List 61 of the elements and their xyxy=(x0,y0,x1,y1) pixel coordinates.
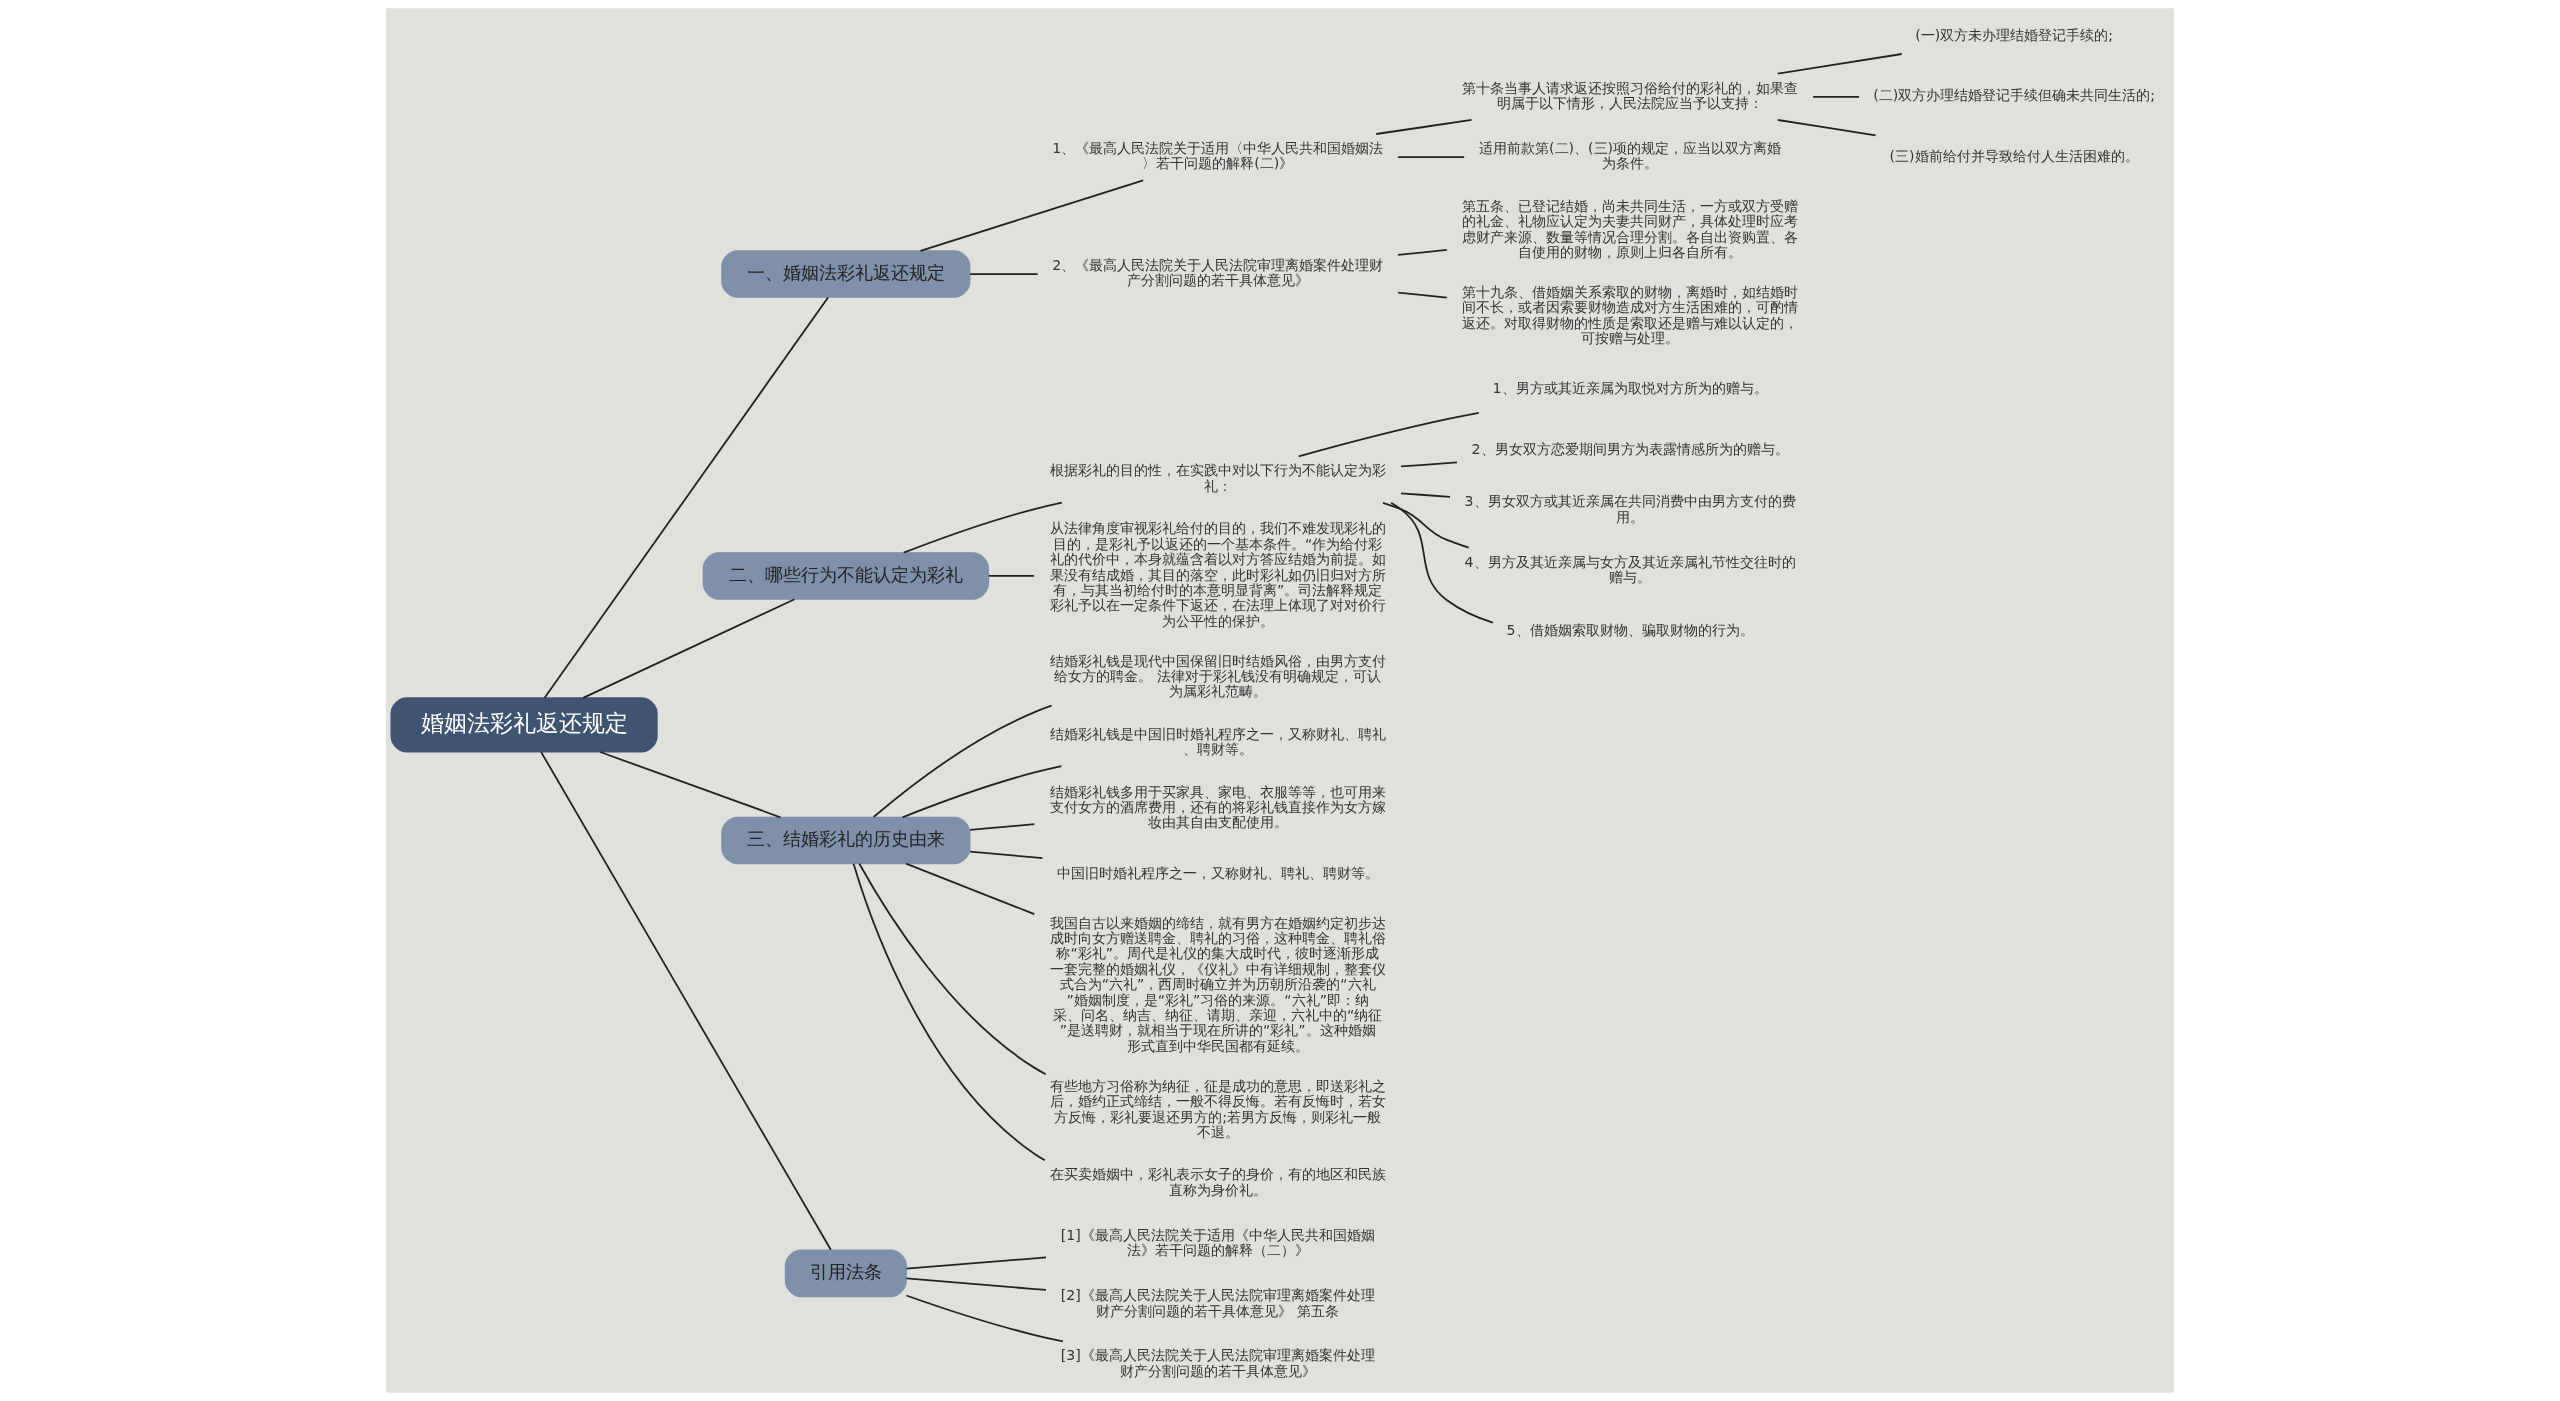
node-text: 3、男女双方或其近亲属在共同消费中由男方支付的费用。 xyxy=(1464,493,1796,525)
node-box: 三、结婚彩礼的历史由来 xyxy=(721,816,971,865)
connector xyxy=(987,575,1036,577)
connector xyxy=(1776,53,1903,75)
node-text: 2、男女双方恋爱期间男方为表露情感所为的赠与。 xyxy=(1471,440,1789,457)
connector xyxy=(1400,461,1458,468)
connector xyxy=(902,501,1063,554)
node-text: 适用前款第(二)、(三)项的规定，应当以双方离婚为条件。 xyxy=(1479,140,1782,172)
connector xyxy=(1776,119,1877,137)
connector xyxy=(1397,248,1448,256)
node-text: 结婚彩礼钱是现代中国保留旧时结婚风俗，由男方支付给女方的聘金。 法律对于彩礼钱没有明确规定，可认为属彩礼范畴。 xyxy=(1049,652,1386,700)
connector xyxy=(858,862,1047,1076)
connector xyxy=(1375,119,1473,135)
node-text: 我国自古以来婚姻的缔结，就有男方在婚姻约定初步达成时向女方赠送聘金、聘礼的习俗，这种聘金、聘礼俗称“彩礼”。周代是礼仪的集大成时代，彼时逐渐形成一套完整的婚姻礼仪，《仪礼》中有详细规制，整套仪式合为“六礼”，西周时确立并为历朝所沿袭的“六礼”婚姻制度，是“彩礼”习俗的来源。“六礼”即：纳采、问名、纳吉、纳征、请期、亲迎，六礼中的“纳征”是送聘财，就相当于现在所讲的“彩礼”。这种婚姻形式直到中华民国都有延续。 xyxy=(1049,914,1386,1054)
connector xyxy=(1297,411,1480,458)
node-text: 第十条当事人请求返还按照习俗给付的彩礼的，如果查明属于以下情形，人民法院应当予以支持： xyxy=(1462,79,1799,112)
connector xyxy=(969,273,1039,275)
node-text: 有些地方习俗称为纳征，征是成功的意思，即送彩礼之后，婚约正式缔结，一般不得反悔。若有反悔时，若女方反悔，彩礼要退还男方的;若男方反悔，则彩礼一般不退。 xyxy=(1049,1077,1386,1140)
connector xyxy=(969,850,1044,860)
connector xyxy=(1400,492,1451,498)
node-text: [1]《最高人民法院关于适用《中华人民共和国婚姻法》若干问题的解释（二）》 xyxy=(1060,1226,1375,1259)
connector xyxy=(905,1277,1047,1291)
node-text: 1、男方或其近亲属为取悦对方所为的赠与。 xyxy=(1492,380,1768,397)
connector xyxy=(852,862,1046,1162)
node-text: (二)双方办理结婚登记手续但确未共同生活的; xyxy=(1873,87,2155,104)
node-text: 1、《最高人民法院关于适用〈中华人民共和国婚姻法〉若干问题的解释(二)》 xyxy=(1052,140,1384,172)
node-text: 第十九条、借婚姻关系索取的财物，离婚时，如结婚时间不长，或者因索要财物造成对方生活困难的，可酌情返还。对取得财物的性质是索取还是赠与难以认定的，可按赠与处理。 xyxy=(1462,283,1799,347)
node-text: 第五条、已登记结婚，尚未共同生活，一方或双方受赠的礼金、礼物应认定为夫妻共同财产，具体处理时应考虑财产来源、数量等情况合理分割。各自出资购置、各自使用的财物，原则上归各自所有。 xyxy=(1462,197,1799,261)
connector xyxy=(1382,501,1470,549)
node-text: 5、借婚姻索取财物、骗取财物的行为。 xyxy=(1506,621,1754,638)
connector xyxy=(540,751,832,1251)
connector xyxy=(969,823,1036,831)
connector xyxy=(599,751,782,819)
node-box: 引用法条 xyxy=(784,1249,907,1298)
node-box: 婚姻法彩礼返还规定 xyxy=(390,697,658,753)
connector xyxy=(919,179,1145,252)
node-text: 4、男方及其近亲属与女方及其近亲属礼节性交往时的赠与。 xyxy=(1464,553,1796,586)
connector xyxy=(905,1256,1047,1270)
node-text: 根据彩礼的目的性，在实践中对以下行为不能认定为彩礼： xyxy=(1049,462,1386,494)
connector xyxy=(543,296,829,699)
connector xyxy=(905,1294,1064,1343)
connector xyxy=(1397,291,1448,299)
connector xyxy=(1390,501,1494,624)
connector xyxy=(872,704,1053,818)
node-text: (三)婚前给付并导致给付人生活困难的。 xyxy=(1889,147,2139,164)
node-text: 结婚彩礼钱是中国旧时婚礼程序之一，又称财礼、聘礼、聘财等。 xyxy=(1049,725,1386,758)
connector xyxy=(901,765,1063,819)
node-box: 一、婚姻法彩礼返还规定 xyxy=(721,250,971,298)
connector xyxy=(1812,95,1860,98)
connector xyxy=(582,598,796,699)
node-text: 从法律角度审视彩礼给付的目的，我们不难发现彩礼的目的，是彩礼予以返还的一个基本条件。“作为给付彩礼的代价中，本身就蕴含着以对方答应结婚为前提。如果没有结成婚，其目的落空，此时彩礼如仍旧归对方所有，与其当初给付时的本意明显背离”。司法解释规定彩礼予以在一定条件下返还，在法理上体现了对对价行为公平性的保护。 xyxy=(1049,520,1386,629)
node-text: 2、《最高人民法院关于人民法院审理离婚案件处理财产分割问题的若干具体意见》 xyxy=(1052,256,1384,289)
node-text: 在买卖婚姻中，彩礼表示女子的身价，有的地区和民族直称为身价礼。 xyxy=(1049,1166,1386,1198)
node-box: 二、哪些行为不能认定为彩礼 xyxy=(702,552,990,600)
node-text: 结婚彩礼钱多用于买家具、家电、衣服等等，也可用来支付女方的酒席费用，还有的将彩礼钱直接作为女方嫁妆由其自由支配使用。 xyxy=(1049,783,1386,831)
node-text: [2]《最高人民法院关于人民法院审理离婚案件处理财产分割问题的若干具体意见》 第五条 xyxy=(1060,1287,1375,1319)
node-text: (一)双方未办理结婚登记手续的; xyxy=(1915,27,2113,44)
node-text: [3]《最高人民法院关于人民法院审理离婚案件处理财产分割问题的若干具体意见》 xyxy=(1060,1347,1375,1379)
connector xyxy=(1397,156,1466,159)
node-text: 中国旧时婚礼程序之一，又称财礼、聘礼、聘财等。 xyxy=(1056,864,1379,881)
connector xyxy=(905,862,1036,915)
